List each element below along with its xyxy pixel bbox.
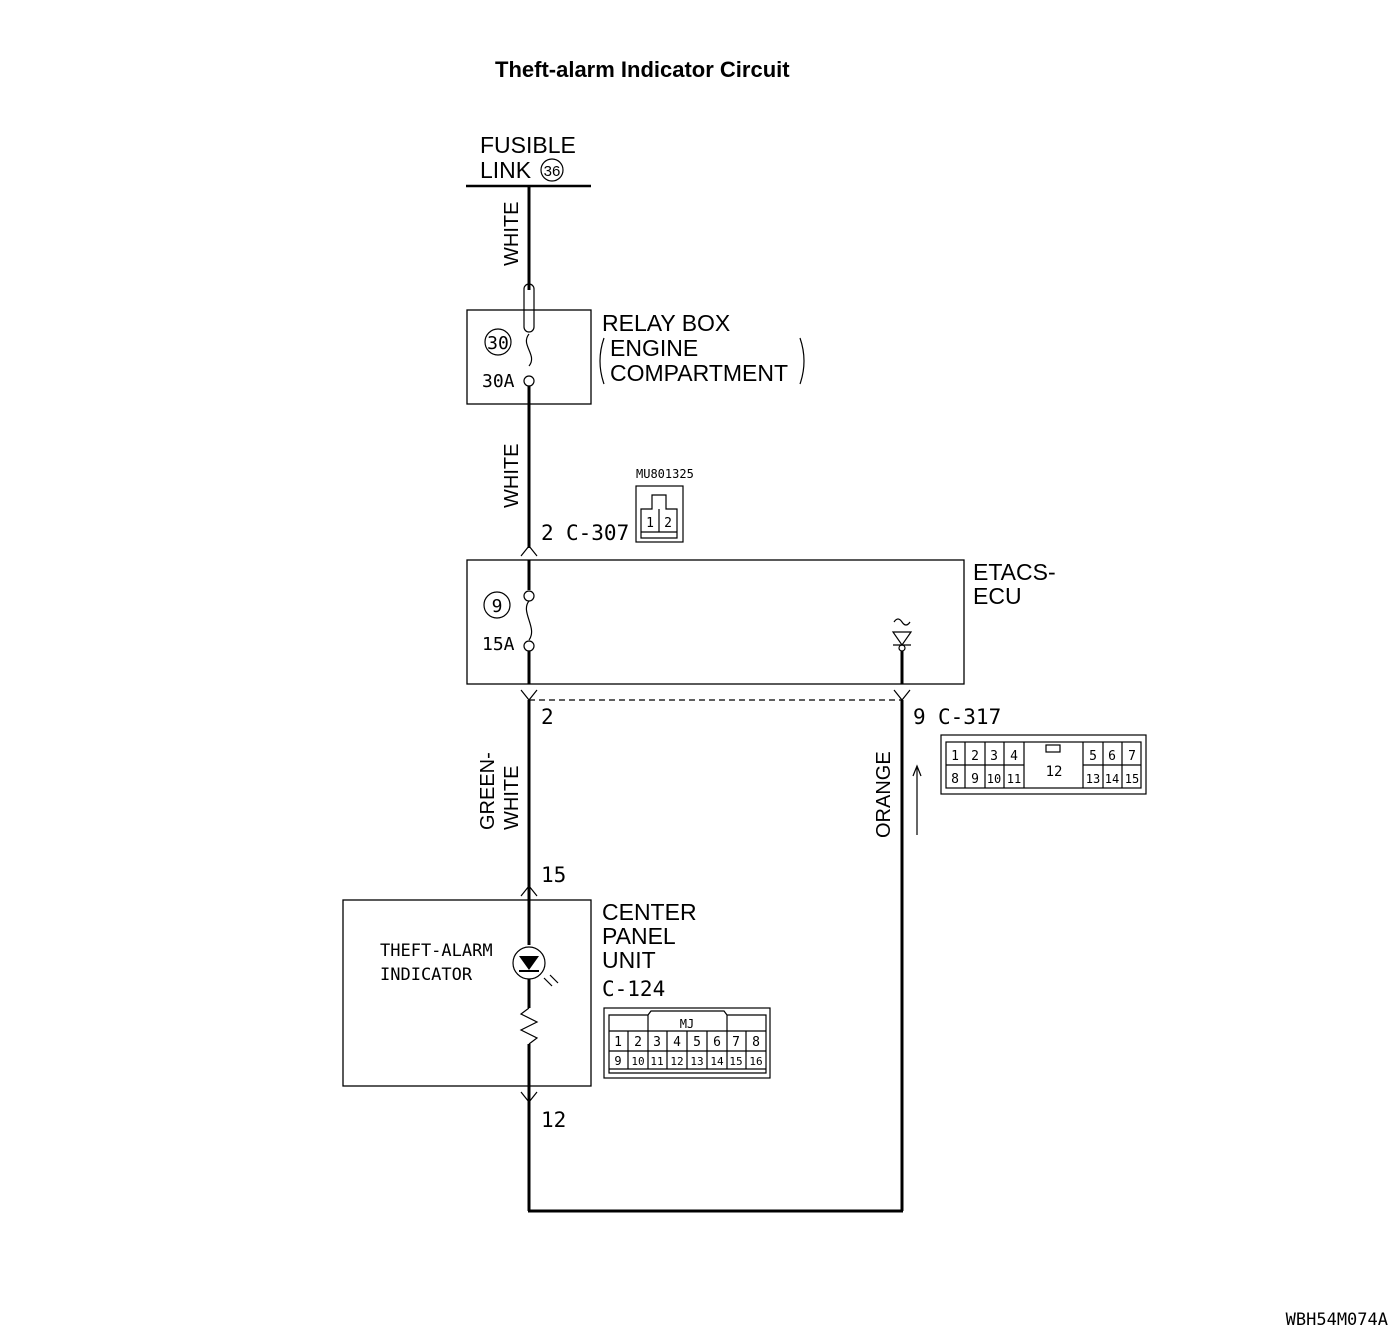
c317-pin-3: 3 xyxy=(990,749,998,764)
led-diode-symbol xyxy=(519,956,539,970)
c124-pin-13: 13 xyxy=(690,1055,703,1068)
c124-pin-5: 5 xyxy=(693,1035,701,1050)
c317-left-connector-mark xyxy=(520,689,538,701)
relay-box-label-line3: COMPARTMENT xyxy=(610,360,788,386)
c317-right-pin: 9 xyxy=(913,705,926,729)
fuse-30-number: 30 xyxy=(487,333,509,354)
relay-box-paren-right xyxy=(799,337,805,385)
c307-pin-1: 1 xyxy=(646,516,654,531)
fuse-30-rating: 30A xyxy=(482,371,515,392)
c124-label: C-124 xyxy=(602,977,665,1001)
c317-pin-5: 5 xyxy=(1089,749,1097,764)
c317-pin-1: 1 xyxy=(951,749,959,764)
fusible-link-number: 36 xyxy=(544,163,561,180)
c124-pin-2: 2 xyxy=(634,1035,642,1050)
c317-pin-6: 6 xyxy=(1108,749,1116,764)
c317-pin-2: 2 xyxy=(971,749,979,764)
fusible-link-number-circle xyxy=(540,158,564,182)
wire-color-green-white-line2: WHITE xyxy=(501,766,523,830)
fuse-9-rating: 15A xyxy=(482,634,515,655)
c124-pin-16: 16 xyxy=(749,1055,762,1068)
c317-right-connector-mark xyxy=(893,689,911,701)
c317-pin-10: 10 xyxy=(987,772,1001,786)
relay-box-paren-left xyxy=(599,337,605,385)
relay-box-label-line2: ENGINE xyxy=(610,335,698,361)
wire-color-white-top: WHITE xyxy=(501,202,523,266)
c317-pin-12: 12 xyxy=(1046,764,1063,780)
c317-pin-9: 9 xyxy=(971,772,979,787)
c307-connector-mark xyxy=(520,545,538,557)
c307-connector-face xyxy=(635,485,684,543)
center-panel-label-line2: PANEL xyxy=(602,923,676,949)
c124-pin-15: 15 xyxy=(729,1055,742,1068)
c317-label: C-317 xyxy=(938,705,1001,729)
c124-pin-12: 12 xyxy=(670,1055,683,1068)
c124-pin-3: 3 xyxy=(653,1035,661,1050)
fuse-30-number-circle xyxy=(484,328,512,356)
resistor-symbol xyxy=(519,1007,539,1045)
fuse-30-terminal xyxy=(523,375,535,387)
diagram-title: Theft-alarm Indicator Circuit xyxy=(495,57,790,82)
led-light-ray-1 xyxy=(543,977,553,987)
c307-label: C-307 xyxy=(566,521,629,545)
fuse-9-number-circle xyxy=(483,591,511,619)
c124-pin-6: 6 xyxy=(713,1035,721,1050)
c317-pin-7: 7 xyxy=(1128,749,1136,764)
c124-pin-7: 7 xyxy=(732,1035,740,1050)
center-panel-label-line3: UNIT xyxy=(602,947,656,973)
c124-pin-1: 1 xyxy=(614,1035,622,1050)
center-panel-bottom-pin: 12 xyxy=(541,1108,566,1132)
c124-pin-4: 4 xyxy=(673,1035,681,1050)
fusible-link-label-line2: LINK xyxy=(480,157,532,183)
c317-pin-11: 11 xyxy=(1007,772,1021,786)
etacs-signal-symbol xyxy=(893,618,911,626)
fuse-9-element xyxy=(525,600,533,641)
figure-code: WBH54M074A xyxy=(1286,1310,1388,1330)
c317-pin-4: 4 xyxy=(1010,749,1018,764)
c307-connector-housing xyxy=(640,494,678,539)
fusible-link-element xyxy=(523,283,535,333)
c307-pin: 2 xyxy=(541,521,554,545)
c307-pin-2: 2 xyxy=(664,516,672,531)
led-light-ray-2 xyxy=(549,974,559,984)
etacs-driver-symbol xyxy=(891,631,913,647)
c124-top-connector-mark xyxy=(520,885,538,897)
c124-connector-face xyxy=(603,1007,771,1079)
wire-color-orange: ORANGE xyxy=(873,751,895,838)
c307-part-number: MU801325 xyxy=(636,467,694,481)
c317-pin-13: 13 xyxy=(1086,772,1100,786)
center-panel-top-pin: 15 xyxy=(541,863,566,887)
current-flow-arrow-head xyxy=(912,764,922,777)
fuse-30-element xyxy=(525,333,533,367)
c317-pin-8: 8 xyxy=(951,772,959,787)
relay-box-label-line1: RELAY BOX xyxy=(602,310,730,336)
c124-connector-tag: MJ xyxy=(680,1017,694,1031)
etacs-label-line2: ECU xyxy=(973,583,1022,609)
c317-pin-15: 15 xyxy=(1125,772,1139,786)
fuse-9-terminal-top xyxy=(523,590,535,602)
indicator-label-line2: INDICATOR xyxy=(380,965,473,985)
c124-pin-9: 9 xyxy=(614,1054,621,1068)
c124-pin-10: 10 xyxy=(631,1055,644,1068)
c317-pin-14: 14 xyxy=(1105,772,1119,786)
fuse-9-number: 9 xyxy=(492,596,503,617)
etacs-label-line1: ETACS- xyxy=(973,559,1056,585)
c124-pin-8: 8 xyxy=(752,1035,760,1050)
center-panel-unit-box xyxy=(342,899,592,1087)
c124-pin-14: 14 xyxy=(710,1055,724,1068)
etacs-ecu-box xyxy=(466,559,965,685)
indicator-label-line1: THEFT-ALARM xyxy=(380,941,493,961)
center-panel-label-line1: CENTER xyxy=(602,899,697,925)
c317-connector-face xyxy=(940,734,1147,795)
wire-color-green-white-line1: GREEN- xyxy=(477,752,499,830)
wire-color-white-middle: WHITE xyxy=(501,444,523,508)
fuse-9-terminal-bottom xyxy=(523,640,535,652)
c317-left-pin: 2 xyxy=(541,705,554,729)
fusible-link-label-line1: FUSIBLE xyxy=(480,132,576,158)
c124-pin-11: 11 xyxy=(650,1055,663,1068)
